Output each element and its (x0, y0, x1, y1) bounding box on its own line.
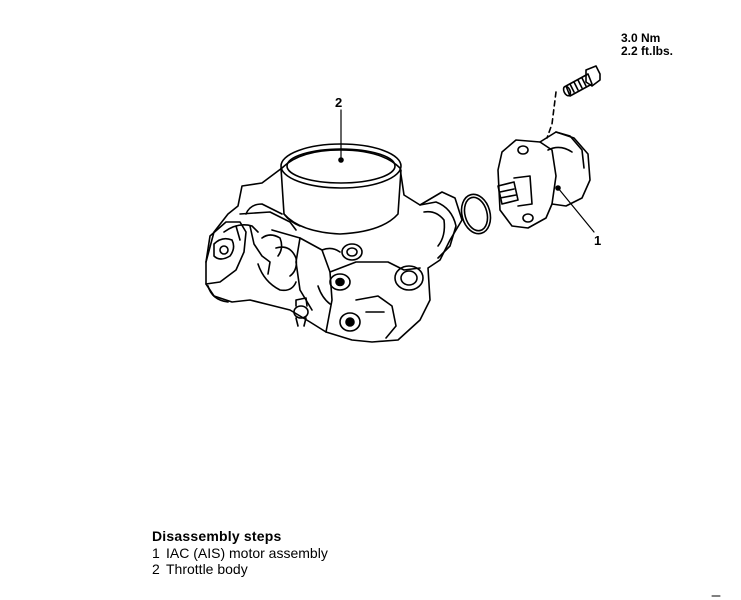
step-text: Throttle body (166, 561, 248, 577)
iac-motor-assembly (497, 131, 591, 229)
step-number: 2 (152, 561, 160, 577)
install-line (546, 91, 557, 139)
leader-line-1 (557, 187, 595, 233)
torque-imperial: 2.2 ft.lbs. (621, 44, 674, 58)
disassembly-title: Disassembly steps (152, 528, 282, 544)
throttle-body (205, 143, 463, 343)
list-item: 2 Throttle body (152, 561, 328, 577)
step-text: IAC (AIS) motor assembly (166, 545, 328, 561)
list-item: 1 IAC (AIS) motor assembly (152, 545, 328, 561)
callout-part-2: 2 (335, 95, 343, 110)
screw (562, 65, 601, 97)
torque-spec: 3.0 Nm 2.2 ft.lbs. (621, 32, 673, 58)
torque-metric: 3.0 Nm (621, 31, 661, 45)
step-number: 1 (152, 545, 160, 561)
callout-part-1: 1 (594, 233, 602, 248)
disassembly-steps: Disassembly steps 1 IAC (AIS) motor assem… (152, 528, 328, 577)
o-ring (460, 193, 492, 235)
